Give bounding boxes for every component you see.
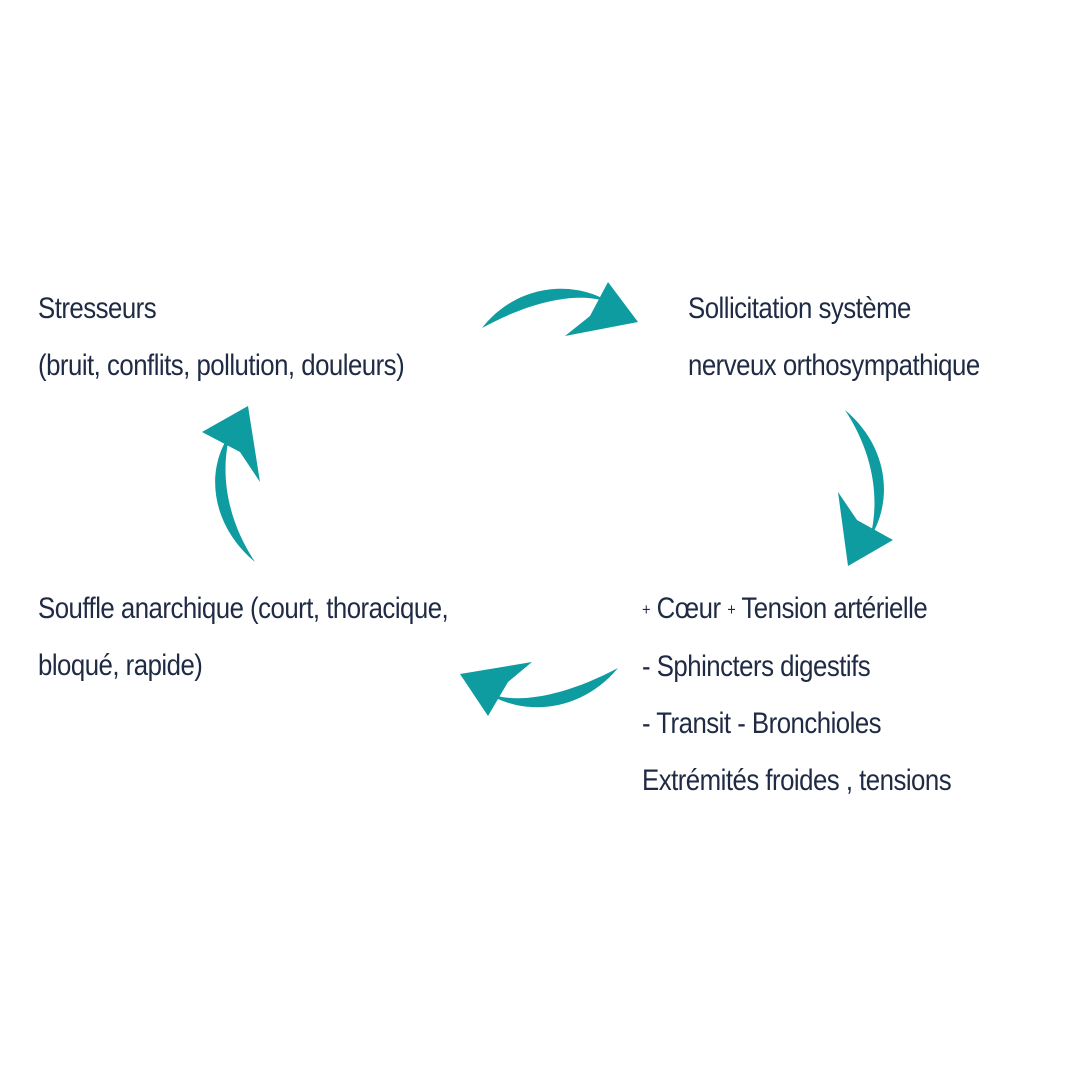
effects-line-2: - Sphincters digestifs: [642, 650, 871, 683]
effects-blood-pressure: Tension artérielle: [735, 592, 928, 625]
stressors-title: Stresseurs: [38, 292, 157, 325]
orthosympathetic-line-1: Sollicitation système: [688, 292, 911, 325]
curved-arrow-left-icon: [460, 662, 618, 716]
plus-sign: +: [642, 600, 651, 619]
breath-line-2: bloqué, rapide): [38, 649, 203, 682]
effects-line-4: Extrémités froides , tensions: [642, 764, 952, 797]
node-effects: + Cœur + Tension artérielle - Sphincters…: [642, 580, 952, 809]
effects-heart: Cœur: [650, 592, 728, 625]
node-stressors: Stresseurs (bruit, conflits, pollution, …: [38, 280, 405, 394]
plus-sign: +: [727, 600, 736, 619]
curved-arrow-down-icon: [838, 410, 893, 566]
node-orthosympathetic: Sollicitation système nerveux orthosympa…: [688, 280, 980, 394]
stressors-examples: (bruit, conflits, pollution, douleurs): [38, 349, 405, 382]
effects-line-3: - Transit - Bronchioles: [642, 707, 882, 740]
node-breath: Souffle anarchique (court, thoracique, b…: [38, 580, 449, 694]
effects-line-1: + Cœur + Tension artérielle: [642, 580, 951, 638]
breath-line-1: Souffle anarchique (court, thoracique,: [38, 592, 449, 625]
curved-arrow-up-icon: [202, 406, 260, 562]
orthosympathetic-line-2: nerveux orthosympathique: [688, 349, 980, 382]
curved-arrow-right-icon: [482, 282, 638, 336]
